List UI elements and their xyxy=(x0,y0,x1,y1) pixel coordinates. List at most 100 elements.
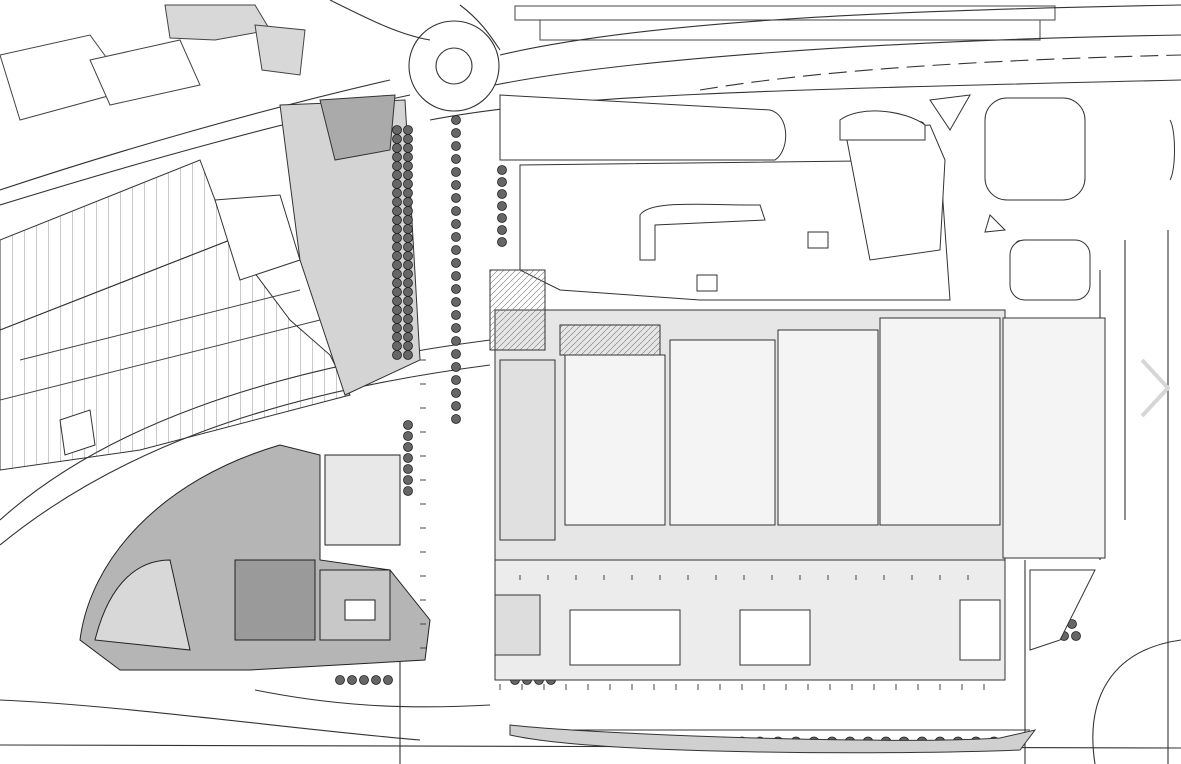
tree-symbol xyxy=(403,170,413,180)
tree-symbol xyxy=(497,189,507,199)
tree-symbol xyxy=(392,179,402,189)
tree-symbol xyxy=(403,143,413,153)
tree-symbol xyxy=(497,165,507,175)
tree-symbol xyxy=(451,206,461,216)
tree-symbol xyxy=(392,269,402,279)
tree-symbol xyxy=(392,242,402,252)
tree-symbol xyxy=(451,141,461,151)
tree-symbol xyxy=(451,388,461,398)
tree-symbol xyxy=(392,350,402,360)
tree-symbol xyxy=(403,314,413,324)
tree-symbol xyxy=(392,278,402,288)
tree-symbol xyxy=(335,675,345,685)
bottom-planter xyxy=(509,724,1037,754)
tree-symbol xyxy=(403,251,413,261)
tree-symbol xyxy=(392,296,402,306)
tree-symbol xyxy=(403,224,413,234)
tree-symbol xyxy=(392,251,402,261)
tree-symbol xyxy=(392,332,402,342)
tree-symbol xyxy=(403,242,413,252)
plaza-north xyxy=(499,94,951,301)
chevron-right-icon xyxy=(1140,358,1170,418)
tree-symbol xyxy=(371,675,381,685)
tree-symbol xyxy=(451,310,461,320)
landscape-parcels xyxy=(839,94,1175,651)
tree-symbol xyxy=(392,170,402,180)
tree-symbol xyxy=(451,180,461,190)
tree-symbol xyxy=(451,362,461,372)
tree-symbol xyxy=(451,219,461,229)
tree-symbol xyxy=(403,305,413,315)
left-building xyxy=(79,444,431,671)
tree-symbol xyxy=(403,161,413,171)
parking-garage xyxy=(0,159,351,471)
tree-symbol xyxy=(403,188,413,198)
roundabout xyxy=(408,20,500,112)
tree-symbol xyxy=(392,305,402,315)
tree-symbol xyxy=(403,278,413,288)
tree-symbol xyxy=(403,431,413,441)
tree-symbol xyxy=(392,197,402,207)
tree-symbol xyxy=(451,323,461,333)
tree-symbol xyxy=(392,341,402,351)
tree-symbol xyxy=(403,442,413,452)
column-grid xyxy=(420,359,985,690)
tree-symbol xyxy=(383,675,393,685)
tree-symbol xyxy=(392,215,402,225)
tree-symbol xyxy=(403,464,413,474)
tree-symbol xyxy=(392,125,402,135)
tree-symbol xyxy=(403,350,413,360)
next-image-button[interactable] xyxy=(1132,352,1176,424)
tree-symbol xyxy=(497,237,507,247)
tree-symbol xyxy=(403,206,413,216)
tree-symbol xyxy=(451,284,461,294)
existing-buildings-top xyxy=(0,4,1056,121)
tree-symbol xyxy=(403,233,413,243)
tree-symbol xyxy=(451,271,461,281)
tree-symbol xyxy=(403,341,413,351)
tree-symbol xyxy=(451,258,461,268)
tree-symbol xyxy=(451,154,461,164)
tree-symbol xyxy=(392,314,402,324)
tree-symbol xyxy=(451,349,461,359)
tree-symbol xyxy=(403,152,413,162)
tree-symbol xyxy=(403,323,413,333)
tree-symbol xyxy=(403,125,413,135)
tree-symbol xyxy=(403,475,413,485)
tree-symbol xyxy=(451,232,461,242)
tree-symbol xyxy=(392,188,402,198)
tree-symbol xyxy=(451,401,461,411)
tree-symbol xyxy=(392,206,402,216)
tree-symbol xyxy=(359,675,369,685)
tree-symbol xyxy=(497,213,507,223)
tree-symbol xyxy=(403,296,413,306)
tree-symbol xyxy=(392,233,402,243)
tree-symbol xyxy=(392,224,402,234)
landscape-strip-left xyxy=(279,94,421,396)
tree-symbol xyxy=(392,323,402,333)
tree-symbol xyxy=(392,143,402,153)
tree-symbol xyxy=(403,215,413,225)
tree-symbol xyxy=(451,414,461,424)
tree-symbol xyxy=(451,115,461,125)
tree-symbol xyxy=(1071,631,1081,641)
tree-symbol xyxy=(451,245,461,255)
tree-symbol xyxy=(392,134,402,144)
roundabout-arc-right xyxy=(1092,639,1181,764)
tree-symbol xyxy=(451,193,461,203)
tree-symbol xyxy=(497,177,507,187)
tree-symbol xyxy=(403,486,413,496)
tree-symbol xyxy=(347,675,357,685)
tree-symbol xyxy=(403,179,413,189)
tree-symbol xyxy=(497,201,507,211)
tree-symbol xyxy=(451,336,461,346)
tree-symbol xyxy=(403,287,413,297)
tree-symbol xyxy=(403,260,413,270)
tree-symbol xyxy=(403,134,413,144)
convention-center xyxy=(489,269,1106,681)
tree-symbol xyxy=(403,453,413,463)
tree-symbol xyxy=(451,167,461,177)
tree-symbol xyxy=(392,260,402,270)
